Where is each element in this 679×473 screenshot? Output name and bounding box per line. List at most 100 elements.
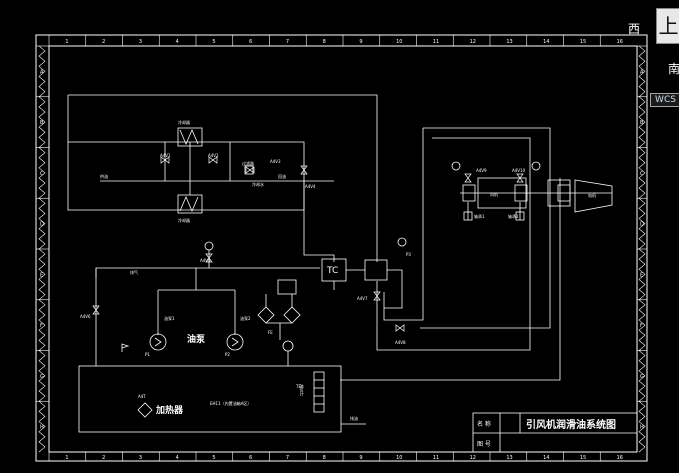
border-column-label: 2 xyxy=(102,455,105,461)
heater xyxy=(137,402,153,418)
border-row-label: C xyxy=(640,171,644,177)
valve-c-label: A4V3 xyxy=(270,159,281,164)
border-column-label: 2 xyxy=(102,39,105,45)
pipe-return-bearing xyxy=(420,127,551,329)
pressure-gauge-1 xyxy=(204,241,214,251)
border-row-label: D xyxy=(40,222,44,228)
border-column-label: 14 xyxy=(543,39,549,45)
flow-tag: FE xyxy=(268,330,273,335)
pump1-label: 油泵1 xyxy=(164,315,175,321)
pressure-gauge-3 xyxy=(451,161,461,171)
valve-symbol xyxy=(160,156,170,164)
oil-pump-1 xyxy=(149,333,167,351)
border-column-label: 8 xyxy=(323,455,326,461)
drawing-title: 引风机润滑油系统图 xyxy=(526,418,616,431)
pipe-bearing-supply xyxy=(376,137,531,351)
valve-symbol xyxy=(373,291,381,301)
sheet-outer-border xyxy=(35,34,648,462)
border-row-label: G xyxy=(40,374,44,380)
pressure-1-label: P1 xyxy=(145,352,150,357)
valve-symbol xyxy=(300,165,308,175)
valve-symbol xyxy=(464,173,472,183)
tc-label: TC xyxy=(326,266,338,276)
level-gauge xyxy=(313,371,325,413)
pump2-label: 油泵2 xyxy=(240,315,251,321)
viewcube-south[interactable]: 南 xyxy=(668,62,679,76)
border-row-label: F xyxy=(40,323,43,329)
border-column-label: 10 xyxy=(396,455,402,461)
border-row-label: E xyxy=(40,272,43,278)
valve-a-label: A4V1 xyxy=(160,153,171,158)
temp-tag: TE xyxy=(295,384,301,389)
border-column-label: 3 xyxy=(139,39,142,45)
cooler-top-label: 冷却器 xyxy=(178,119,190,125)
valve-symbol xyxy=(516,173,524,183)
cooler-bottom xyxy=(177,194,203,214)
border-column-label: 4 xyxy=(176,455,179,461)
viewcube-west[interactable]: 西 xyxy=(628,22,641,36)
cooler-top xyxy=(177,127,203,147)
border-row-label: E xyxy=(640,272,643,278)
valve-e-label: A4V5 xyxy=(200,258,211,263)
tank-sensor-label: A4T xyxy=(138,394,146,399)
border-column-label: 11 xyxy=(433,455,439,461)
sheet-inner-border xyxy=(48,45,638,453)
pipe-left-loop xyxy=(67,95,304,211)
valve-symbol xyxy=(395,324,405,332)
level-gauge-label: 油位计 xyxy=(300,383,305,397)
border-row-label: C xyxy=(40,171,44,177)
water-label: 冷却水 xyxy=(252,181,264,187)
wcs-button[interactable]: WCS xyxy=(650,93,679,107)
border-row-label: A xyxy=(40,69,44,75)
valve-symbol xyxy=(92,305,100,315)
border-column-label: 1 xyxy=(65,39,68,45)
border-row-label: H xyxy=(40,425,44,431)
pipe-top-supply xyxy=(68,94,378,262)
viewcube-top-face[interactable]: 上 xyxy=(656,8,679,44)
valve-d-label: A4V4 xyxy=(305,184,316,189)
border-column-label: 12 xyxy=(470,39,476,45)
title-block xyxy=(472,412,638,453)
pressure-2-label: P2 xyxy=(225,352,230,357)
bearing-1-label: 轴承1 xyxy=(474,213,485,219)
valve-j-label: A4V10 xyxy=(512,168,526,173)
thermometer xyxy=(282,340,294,352)
border-row-label: H xyxy=(640,425,644,431)
valve-f-label: A4V6 xyxy=(80,314,91,319)
border-column-label: 6 xyxy=(249,455,252,461)
oil-tank xyxy=(78,365,342,433)
valve-i-label: A4V9 xyxy=(476,168,487,173)
border-column-label: 13 xyxy=(506,39,512,45)
border-column-label: 11 xyxy=(433,39,439,45)
border-column-label: 16 xyxy=(617,39,623,45)
border-column-label: 16 xyxy=(617,455,623,461)
border-row-label: F xyxy=(640,323,643,329)
motor-label: 电机 xyxy=(588,192,596,198)
border-column-label: 12 xyxy=(470,455,476,461)
border-row-label: A xyxy=(640,69,644,75)
valve-h-label: A4V8 xyxy=(395,340,406,345)
border-column-label: 15 xyxy=(580,39,586,45)
border-column-label: 3 xyxy=(139,455,142,461)
border-column-label: 5 xyxy=(212,39,215,45)
strainer xyxy=(244,165,254,175)
filter-label: 过滤器 xyxy=(242,160,254,166)
pressure-gauge-4 xyxy=(531,161,541,171)
border-column-label: 1 xyxy=(65,455,68,461)
pressure-gauge-2 xyxy=(397,237,407,247)
fan-label: 风机 xyxy=(490,191,498,197)
title-name-label: 名 称 xyxy=(477,420,491,428)
motor xyxy=(574,179,613,213)
vent-tag: 排气 xyxy=(130,269,138,275)
border-column-label: 9 xyxy=(359,455,362,461)
border-row-label: B xyxy=(640,120,644,126)
valve-g-label: A4V7 xyxy=(357,296,368,301)
border-column-label: 10 xyxy=(396,39,402,45)
border-row-label: D xyxy=(640,222,644,228)
valve-symbol xyxy=(245,166,255,174)
border-column-label: 8 xyxy=(323,39,326,45)
pipe-return-tank xyxy=(340,178,561,381)
valve-symbol xyxy=(205,253,213,263)
